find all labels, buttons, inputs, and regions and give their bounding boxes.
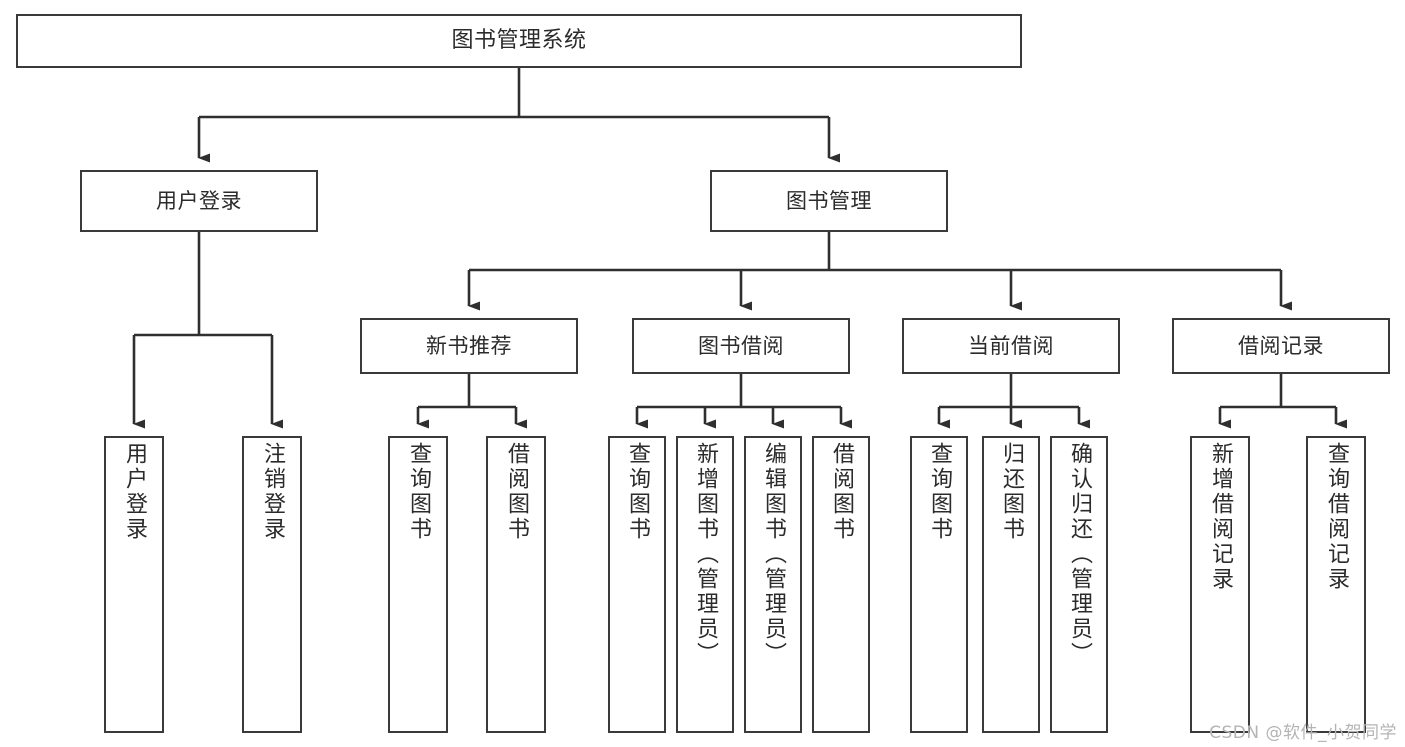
node-leaf-user-login[interactable]: 用户登录: [104, 436, 164, 733]
node-book-management[interactable]: 图书管理: [710, 170, 948, 232]
node-leaf-query-book-rec[interactable]: 查询图书: [388, 436, 448, 733]
node-new-book-recommend[interactable]: 新书推荐: [360, 318, 578, 374]
node-label: 新增图书（管理员）: [692, 442, 718, 667]
node-leaf-confirm-return[interactable]: 确认归还（管理员）: [1050, 436, 1108, 733]
csdn-watermark: CSDN @软件_小贺同学: [1209, 723, 1397, 743]
node-label: 借阅记录: [1238, 333, 1324, 358]
node-leaf-borrow-book-rec[interactable]: 借阅图书: [486, 436, 546, 733]
node-leaf-borrow-book-bor[interactable]: 借阅图书: [812, 436, 870, 733]
node-book-borrow[interactable]: 图书借阅: [632, 318, 850, 374]
node-label: 新增借阅记录: [1207, 442, 1233, 592]
node-label: 确认归还（管理员）: [1066, 442, 1092, 667]
node-label: 查询图书: [624, 442, 650, 542]
node-leaf-return-book[interactable]: 归还图书: [982, 436, 1040, 733]
node-label: 新书推荐: [426, 333, 512, 358]
node-label: 借阅图书: [828, 442, 854, 542]
node-label: 查询图书: [405, 442, 431, 542]
node-root[interactable]: 图书管理系统: [16, 14, 1022, 68]
node-leaf-query-book-bor[interactable]: 查询图书: [608, 436, 666, 733]
node-label: 查询借阅记录: [1323, 442, 1349, 592]
node-label: 借阅图书: [503, 442, 529, 542]
node-label: 图书借阅: [698, 333, 784, 358]
node-label: 用户登录: [121, 442, 147, 542]
node-label: 图书管理: [786, 188, 872, 213]
node-leaf-query-record[interactable]: 查询借阅记录: [1306, 436, 1366, 733]
node-label: 当前借阅: [968, 333, 1054, 358]
node-label: 用户登录: [156, 188, 242, 213]
node-label: 归还图书: [998, 442, 1024, 542]
node-borrow-record[interactable]: 借阅记录: [1172, 318, 1390, 374]
node-leaf-edit-book[interactable]: 编辑图书（管理员）: [744, 436, 802, 733]
node-leaf-logout[interactable]: 注销登录: [242, 436, 302, 733]
node-label: 注销登录: [259, 442, 285, 542]
node-leaf-add-record[interactable]: 新增借阅记录: [1190, 436, 1250, 733]
node-label: 编辑图书（管理员）: [760, 442, 786, 667]
node-user-login[interactable]: 用户登录: [80, 170, 318, 232]
node-leaf-query-book-cur[interactable]: 查询图书: [910, 436, 968, 733]
node-label: 图书管理系统: [451, 28, 587, 54]
node-label: 查询图书: [926, 442, 952, 542]
node-current-borrow[interactable]: 当前借阅: [902, 318, 1120, 374]
node-leaf-add-book[interactable]: 新增图书（管理员）: [676, 436, 734, 733]
